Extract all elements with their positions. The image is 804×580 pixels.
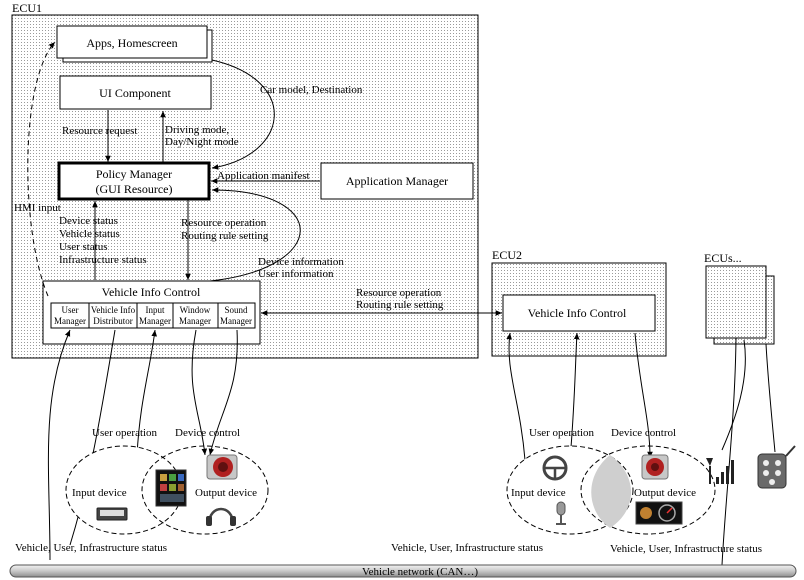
ecus-label: ECUs... bbox=[704, 251, 742, 265]
label-user-operation-1: User operation bbox=[92, 427, 158, 439]
label-input-device-2: Input device bbox=[511, 487, 566, 499]
policy-manager-label-2: (GUI Resource) bbox=[96, 182, 173, 196]
vic2-title: Vehicle Info Control bbox=[528, 306, 627, 320]
policy-manager-label-1: Policy Manager bbox=[96, 167, 172, 181]
remote-key-icon bbox=[757, 445, 796, 489]
label-hmi-input: HMI input bbox=[14, 202, 61, 214]
application-manager-label: Application Manager bbox=[346, 174, 448, 188]
label-dev-info-1: Device information bbox=[258, 256, 344, 268]
vehicle-network-label: Vehicle network (CAN…) bbox=[362, 566, 478, 578]
link-ecus-key bbox=[765, 343, 776, 453]
input-manager-l1: Input bbox=[146, 305, 165, 315]
manager-cell-sound bbox=[217, 302, 256, 329]
touchscreen-icon bbox=[155, 469, 187, 507]
label-input-device-1: Input device bbox=[72, 487, 127, 499]
apps-label: Apps, Homescreen bbox=[86, 36, 177, 50]
link-vid-network bbox=[69, 329, 116, 546]
label-res-op-1: Resource operation bbox=[181, 217, 267, 229]
vic1-title: Vehicle Info Control bbox=[102, 285, 201, 299]
manager-cell-input bbox=[136, 302, 174, 329]
label-device-status: Device status bbox=[59, 215, 118, 227]
manager-cell-user bbox=[50, 302, 90, 329]
sound-manager-l2: Manager bbox=[220, 316, 252, 326]
label-resource-request: Resource request bbox=[62, 125, 137, 137]
application-manager-box bbox=[320, 162, 474, 200]
input-manager-l2: Manager bbox=[139, 316, 171, 326]
manager-cell-window bbox=[172, 302, 219, 329]
sound-manager-l1: Sound bbox=[224, 305, 248, 315]
window-manager-l2: Manager bbox=[179, 316, 211, 326]
steering-wheel-icon bbox=[542, 455, 568, 481]
output-device-ellipse-2 bbox=[580, 445, 716, 535]
ui-component-label: UI Component bbox=[99, 86, 171, 100]
label-device-control-2: Device control bbox=[611, 427, 676, 439]
vid-l2: Distributor bbox=[93, 316, 133, 326]
ui-component-box bbox=[59, 75, 212, 110]
link-input-device-input-mgr bbox=[136, 329, 157, 456]
label-res-op-2: Routing rule setting bbox=[181, 230, 269, 242]
vehicle-network-bus bbox=[9, 564, 797, 578]
link-window-mgr-output bbox=[191, 329, 208, 456]
speaker-icon-2 bbox=[641, 454, 669, 480]
gauge-display-icon bbox=[635, 501, 683, 525]
policy-manager-box bbox=[57, 161, 211, 201]
user-manager-l1: User bbox=[62, 305, 79, 315]
arrow-apps-to-pm bbox=[211, 59, 275, 170]
label-status-bottom-3: Vehicle, User, Infrastructure status bbox=[610, 543, 762, 555]
link-ecu2-input-2 bbox=[569, 332, 580, 461]
label-user-operation-2: User operation bbox=[529, 427, 595, 439]
label-dev-info-2: User information bbox=[258, 268, 334, 280]
label-driving-mode-1: Driving mode, bbox=[165, 124, 229, 136]
label-user-status: User status bbox=[59, 241, 108, 253]
vid-l1: Vehicle Info bbox=[91, 305, 136, 315]
arrow-hmi-input bbox=[27, 41, 56, 297]
label-res-op-ecu2-2: Routing rule setting bbox=[356, 299, 444, 311]
label-output-device-2: Output device bbox=[634, 487, 696, 499]
label-res-op-ecu2-1: Resource operation bbox=[356, 287, 442, 299]
apps-box bbox=[56, 25, 208, 59]
label-vehicle-status: Vehicle status bbox=[59, 228, 120, 240]
link-network-user-mgr bbox=[47, 329, 71, 561]
ecu1-label: ECU1 bbox=[12, 1, 42, 15]
link-sound-mgr-output bbox=[208, 329, 238, 456]
link-ecus-network bbox=[721, 337, 737, 566]
ecu2-label: ECU2 bbox=[492, 248, 522, 262]
keyboard-icon bbox=[96, 507, 128, 521]
overlap-region bbox=[591, 455, 631, 528]
link-ecus-antenna bbox=[721, 339, 746, 451]
link-ecu2-input-1 bbox=[506, 332, 526, 461]
headphones-icon bbox=[206, 507, 236, 526]
output-device-ellipse-1 bbox=[141, 445, 269, 535]
label-output-device-1: Output device bbox=[195, 487, 257, 499]
label-car-model: Car model, Destination bbox=[260, 84, 363, 96]
window-manager-l1: Window bbox=[180, 305, 211, 315]
label-status-bottom-2: Vehicle, User, Infrastructure status bbox=[391, 542, 543, 554]
label-driving-mode-2: Day/Night mode bbox=[165, 136, 239, 148]
speaker-icon bbox=[206, 454, 238, 480]
label-status-bottom-1: Vehicle, User, Infrastructure status bbox=[15, 542, 167, 554]
label-device-control-1: Device control bbox=[175, 427, 240, 439]
ecus-front-box bbox=[705, 265, 767, 339]
label-application-manifest: Application manifest bbox=[217, 170, 310, 182]
microphone-icon bbox=[556, 501, 566, 525]
label-infra-status: Infrastructure status bbox=[59, 254, 147, 266]
arrow-vic-to-pm-curve bbox=[209, 187, 301, 282]
antenna-signal-icon bbox=[706, 458, 734, 484]
user-manager-l2: Manager bbox=[54, 316, 86, 326]
vic2-box bbox=[502, 294, 656, 332]
